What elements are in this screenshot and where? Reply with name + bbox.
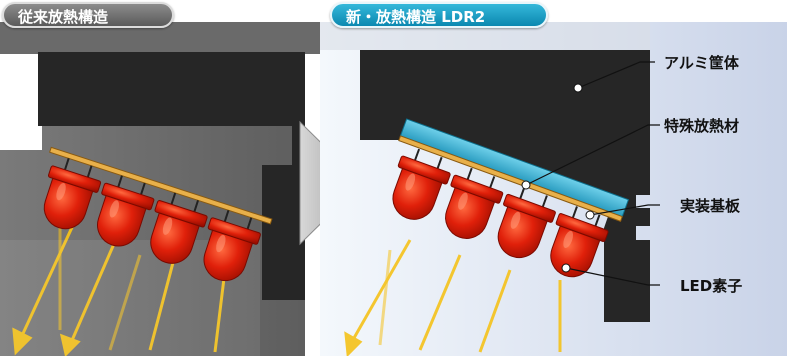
label-board: 実装基板 bbox=[680, 197, 741, 215]
heat-material-callout-dot bbox=[521, 180, 531, 190]
board-callout-dot bbox=[585, 210, 595, 220]
led-callout-dot bbox=[561, 263, 571, 273]
new-housing bbox=[360, 50, 650, 322]
old-structure-panel bbox=[0, 0, 320, 356]
callout-lines bbox=[525, 61, 660, 286]
new-light-beams bbox=[344, 239, 562, 356]
new-board bbox=[398, 135, 623, 222]
label-heat-material: 特殊放熱材 bbox=[664, 117, 740, 135]
old-housing bbox=[38, 52, 305, 300]
housing-callout-dot bbox=[573, 83, 583, 93]
old-structure-title: 従来放熱構造 bbox=[2, 2, 174, 28]
old-board bbox=[49, 146, 273, 225]
label-housing: アルミ筐体 bbox=[664, 54, 739, 72]
old-light-beams bbox=[12, 209, 227, 356]
new-structure-title: 新・放熱構造 LDR2 bbox=[330, 2, 548, 28]
new-structure-panel bbox=[320, 22, 787, 356]
label-led: LED素子 bbox=[680, 277, 743, 295]
